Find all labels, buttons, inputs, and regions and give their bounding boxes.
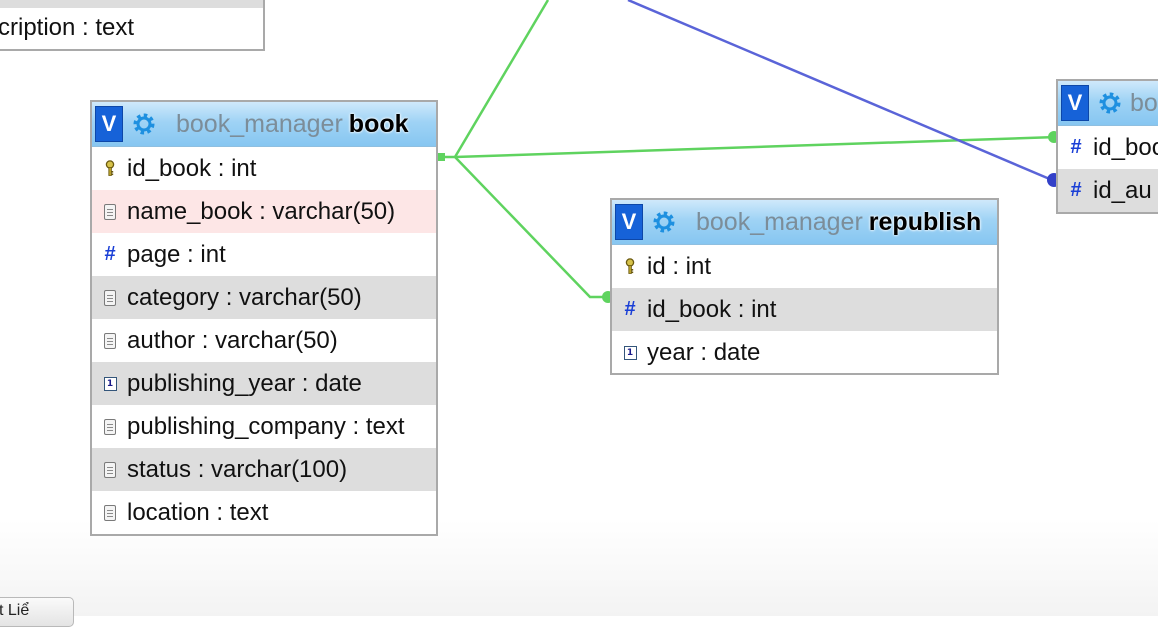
text-icon: [102, 504, 118, 521]
column-row[interactable]: 1 publishing_year : date: [92, 362, 436, 405]
column-row[interactable]: # id_au: [1058, 169, 1158, 212]
column-label: id_boo: [1093, 133, 1158, 161]
column-label: id : int: [647, 252, 712, 280]
date-icon: 1: [102, 376, 118, 391]
relation-line-book-top: [453, 0, 550, 158]
gear-icon[interactable]: [650, 208, 678, 236]
toggle-button[interactable]: V: [615, 204, 643, 240]
column-row[interactable]: id_book : int: [92, 147, 436, 190]
column-row[interactable]: # id_boo: [1058, 126, 1158, 169]
hash-icon: #: [1070, 179, 1082, 201]
key-icon: [102, 160, 118, 177]
column-list: id : int # id_book : int 1 year : date: [612, 245, 997, 374]
text-icon: [102, 289, 118, 306]
column-row[interactable]: name_book : varchar(50): [92, 190, 436, 233]
column-label: name_book : varchar(50): [127, 197, 396, 225]
column-label: author : varchar(50): [127, 326, 338, 354]
column-row[interactable]: author : varchar(50): [92, 319, 436, 362]
column-label: publishing_year : date: [127, 369, 362, 397]
key-icon: [622, 258, 638, 275]
database-name-fragment: bo: [1130, 88, 1158, 117]
text-icon: [102, 418, 118, 435]
column-label: id_book : int: [647, 295, 777, 323]
database-name: book_manager: [176, 109, 343, 138]
table-name: republish: [868, 207, 982, 236]
gear-icon[interactable]: [130, 110, 158, 138]
date-icon: 1: [622, 345, 638, 360]
relation-line-blue: [627, 0, 1053, 182]
column-list: # id_boo # id_au: [1058, 126, 1158, 212]
column-label: cription : text: [0, 14, 135, 41]
column-row[interactable]: 1 year : date: [612, 331, 997, 374]
table-title: bo: [1130, 89, 1158, 118]
partial-header-strip: [0, 0, 263, 8]
column-label: page : int: [127, 240, 226, 268]
column-row[interactable]: category : varchar(50): [92, 276, 436, 319]
column-label: location : text: [127, 498, 269, 526]
column-label: status : varchar(100): [127, 455, 348, 483]
column-row[interactable]: publishing_company : text: [92, 405, 436, 448]
hash-icon: #: [624, 298, 636, 320]
text-icon: [102, 203, 118, 220]
toggle-button[interactable]: V: [1061, 85, 1089, 121]
hash-icon: #: [1070, 136, 1082, 158]
column-list: id_book : int name_book : varchar(50) # pag…: [92, 147, 436, 534]
column-label: year : date: [647, 338, 761, 366]
bottom-button[interactable]: t Liể: [0, 597, 74, 627]
text-icon: [102, 461, 118, 478]
text-icon: [102, 332, 118, 349]
database-name: book_manager: [696, 207, 863, 236]
column-label: id_book : int: [127, 154, 257, 182]
column-label: id_au: [1093, 176, 1152, 204]
table-partial-top-left: cription : text: [0, 0, 265, 51]
relation-line-book-right: [454, 135, 1058, 159]
relation-line-book-republish: [454, 156, 612, 299]
column-label: category : varchar(50): [127, 283, 362, 311]
column-row[interactable]: id : int: [612, 245, 997, 288]
column-row[interactable]: # id_book : int: [612, 288, 997, 331]
hash-icon: #: [104, 243, 116, 265]
table-header[interactable]: V bo: [1058, 81, 1158, 126]
column-row[interactable]: # page : int: [92, 233, 436, 276]
column-row: cription : text: [0, 8, 263, 48]
gear-icon[interactable]: [1096, 89, 1124, 117]
column-label: publishing_company : text: [127, 412, 405, 440]
table-name: book: [348, 109, 409, 138]
column-row[interactable]: location : text: [92, 491, 436, 534]
table-partial-right[interactable]: V bo # id_boo # id_au: [1056, 79, 1158, 214]
column-row[interactable]: status : varchar(100): [92, 448, 436, 491]
toggle-button[interactable]: V: [95, 106, 123, 142]
